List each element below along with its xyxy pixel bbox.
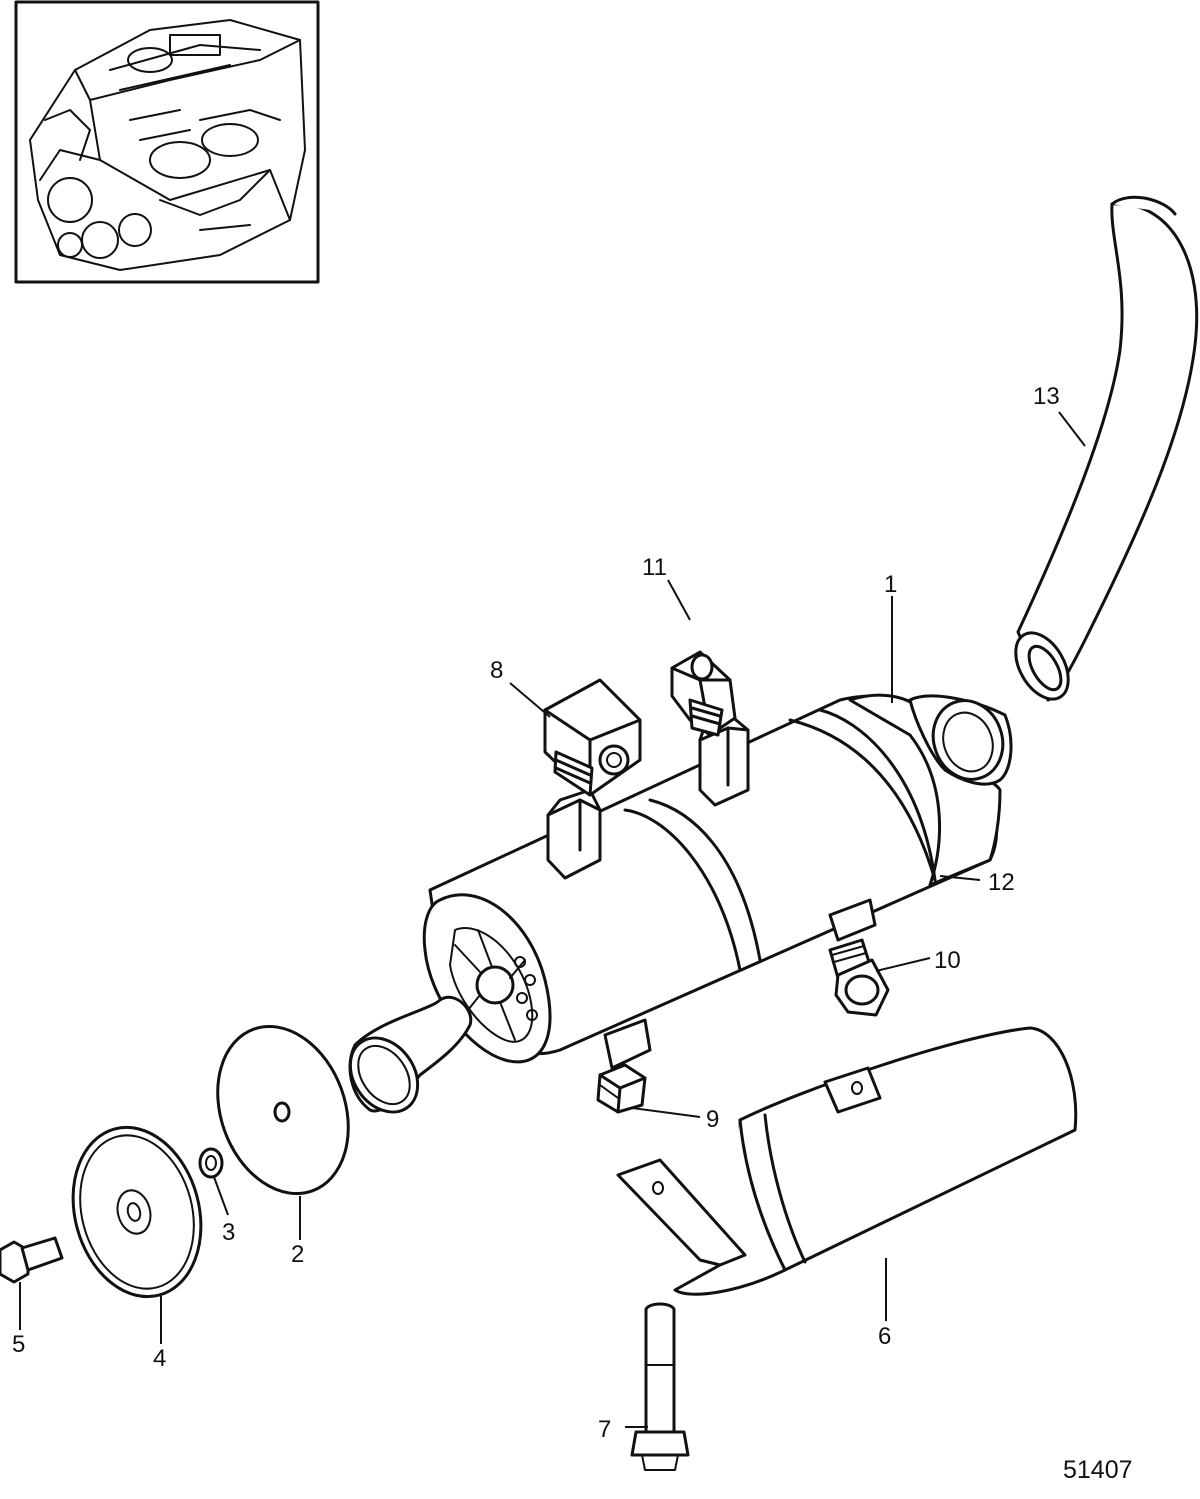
- callout-1: 1: [884, 571, 897, 598]
- leader-lines: [19, 411, 1086, 1428]
- callout-7: 7: [598, 1416, 611, 1443]
- part-5-bolt: [0, 1236, 64, 1284]
- callout-13: 13: [1033, 383, 1060, 410]
- engine-locator-inset: [14, 0, 320, 284]
- part-9-plug: [596, 1063, 647, 1114]
- callout-8: 8: [490, 657, 503, 684]
- callout-12: 12: [988, 869, 1015, 896]
- part-3-washer: [198, 1147, 224, 1179]
- callout-10: 10: [934, 947, 961, 974]
- callout-labels: 1 2 3 4 5 6 7 8 9 10 11 12 13 51407: [12, 383, 1133, 1484]
- part-10-fitting: [828, 938, 890, 1017]
- callout-11: 11: [642, 554, 667, 581]
- part-8-elbow-fitting: [543, 678, 642, 797]
- callout-5: 5: [12, 1331, 25, 1358]
- callout-9: 9: [706, 1106, 719, 1133]
- part-13-hose: [1014, 195, 1199, 702]
- part-6-bracket: [616, 1026, 1078, 1296]
- part-4-end-cover: [71, 1125, 203, 1299]
- part-2-end-plate: [216, 1024, 350, 1196]
- figure-number: 51407: [1063, 1456, 1133, 1484]
- callout-6: 6: [878, 1323, 891, 1350]
- callout-2: 2: [291, 1241, 304, 1268]
- part-11-elbow-fitting: [670, 650, 737, 737]
- part-1-heat-exchanger: [348, 693, 1013, 1114]
- callout-4: 4: [153, 1345, 166, 1372]
- part-7-long-bolt: [630, 1302, 690, 1471]
- callout-3: 3: [222, 1219, 235, 1246]
